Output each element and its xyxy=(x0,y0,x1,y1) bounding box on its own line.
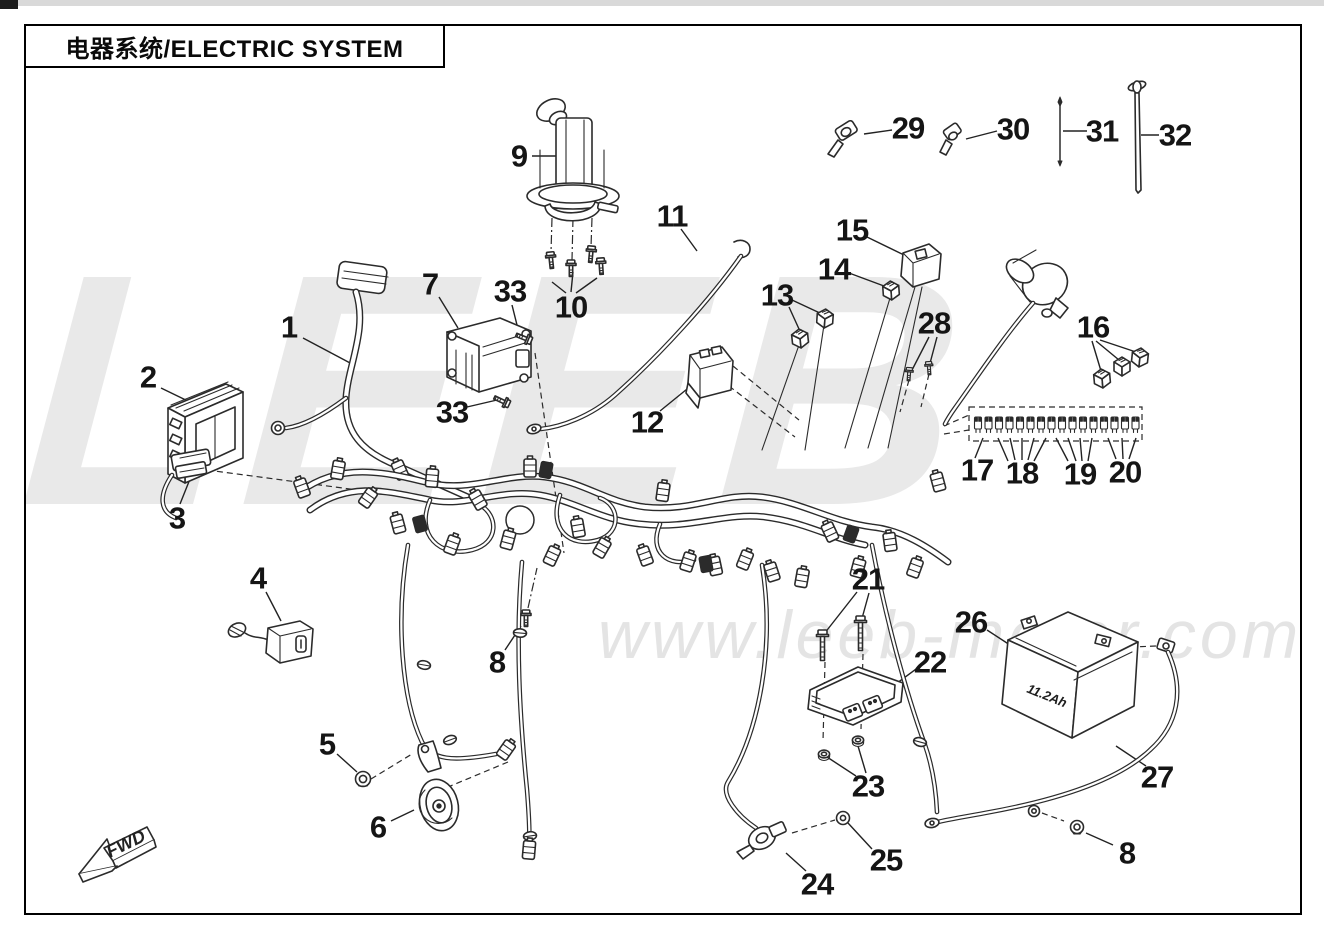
page-title: 电器系统/ELECTRIC SYSTEM xyxy=(65,35,404,63)
fuse-13a xyxy=(790,327,810,350)
fuses-16 xyxy=(1092,346,1150,390)
window-edge-strip xyxy=(0,0,1324,6)
regulator-bracket xyxy=(807,666,904,726)
nuts-23 xyxy=(817,735,865,762)
fuse-14 xyxy=(881,279,901,302)
bolt-8-center xyxy=(520,609,532,628)
fuse-13b xyxy=(815,307,835,330)
clip-29 xyxy=(827,119,858,158)
sensor-cable xyxy=(526,239,751,435)
grommet-25 xyxy=(835,810,851,826)
cable-tie-32 xyxy=(1127,80,1147,194)
bolts-21 xyxy=(815,615,868,662)
relay-12 xyxy=(685,345,734,409)
bolts-28 xyxy=(903,360,935,382)
bolt-5 xyxy=(354,770,372,788)
pin-31 xyxy=(1057,96,1063,167)
horn xyxy=(417,740,460,832)
fwd-arrow: FWD xyxy=(78,826,157,883)
fuel-pump xyxy=(526,98,620,222)
clip-30 xyxy=(939,122,962,156)
site-watermark: www.leeb-motor.com xyxy=(598,597,1303,673)
leader-lines xyxy=(160,129,1159,872)
battery: 11.2Ah xyxy=(1001,611,1139,739)
control-module xyxy=(446,317,532,393)
corner-mark xyxy=(0,0,18,9)
accessory-switch xyxy=(227,620,314,664)
battery-cable xyxy=(924,637,1177,829)
harness-center xyxy=(291,455,948,861)
ignition-coil xyxy=(945,249,1069,424)
switch-sensor xyxy=(736,821,787,860)
title-box: 电器系统/ELECTRIC SYSTEM xyxy=(24,24,445,68)
pump-bolts xyxy=(544,244,608,278)
drawing-frame xyxy=(24,24,1302,915)
fuse-box-strip xyxy=(968,406,1143,442)
ecu-connector xyxy=(170,448,212,479)
bolt-8-right xyxy=(1069,819,1085,835)
relay-15 xyxy=(900,243,942,288)
main-wiring-harness xyxy=(270,260,471,498)
